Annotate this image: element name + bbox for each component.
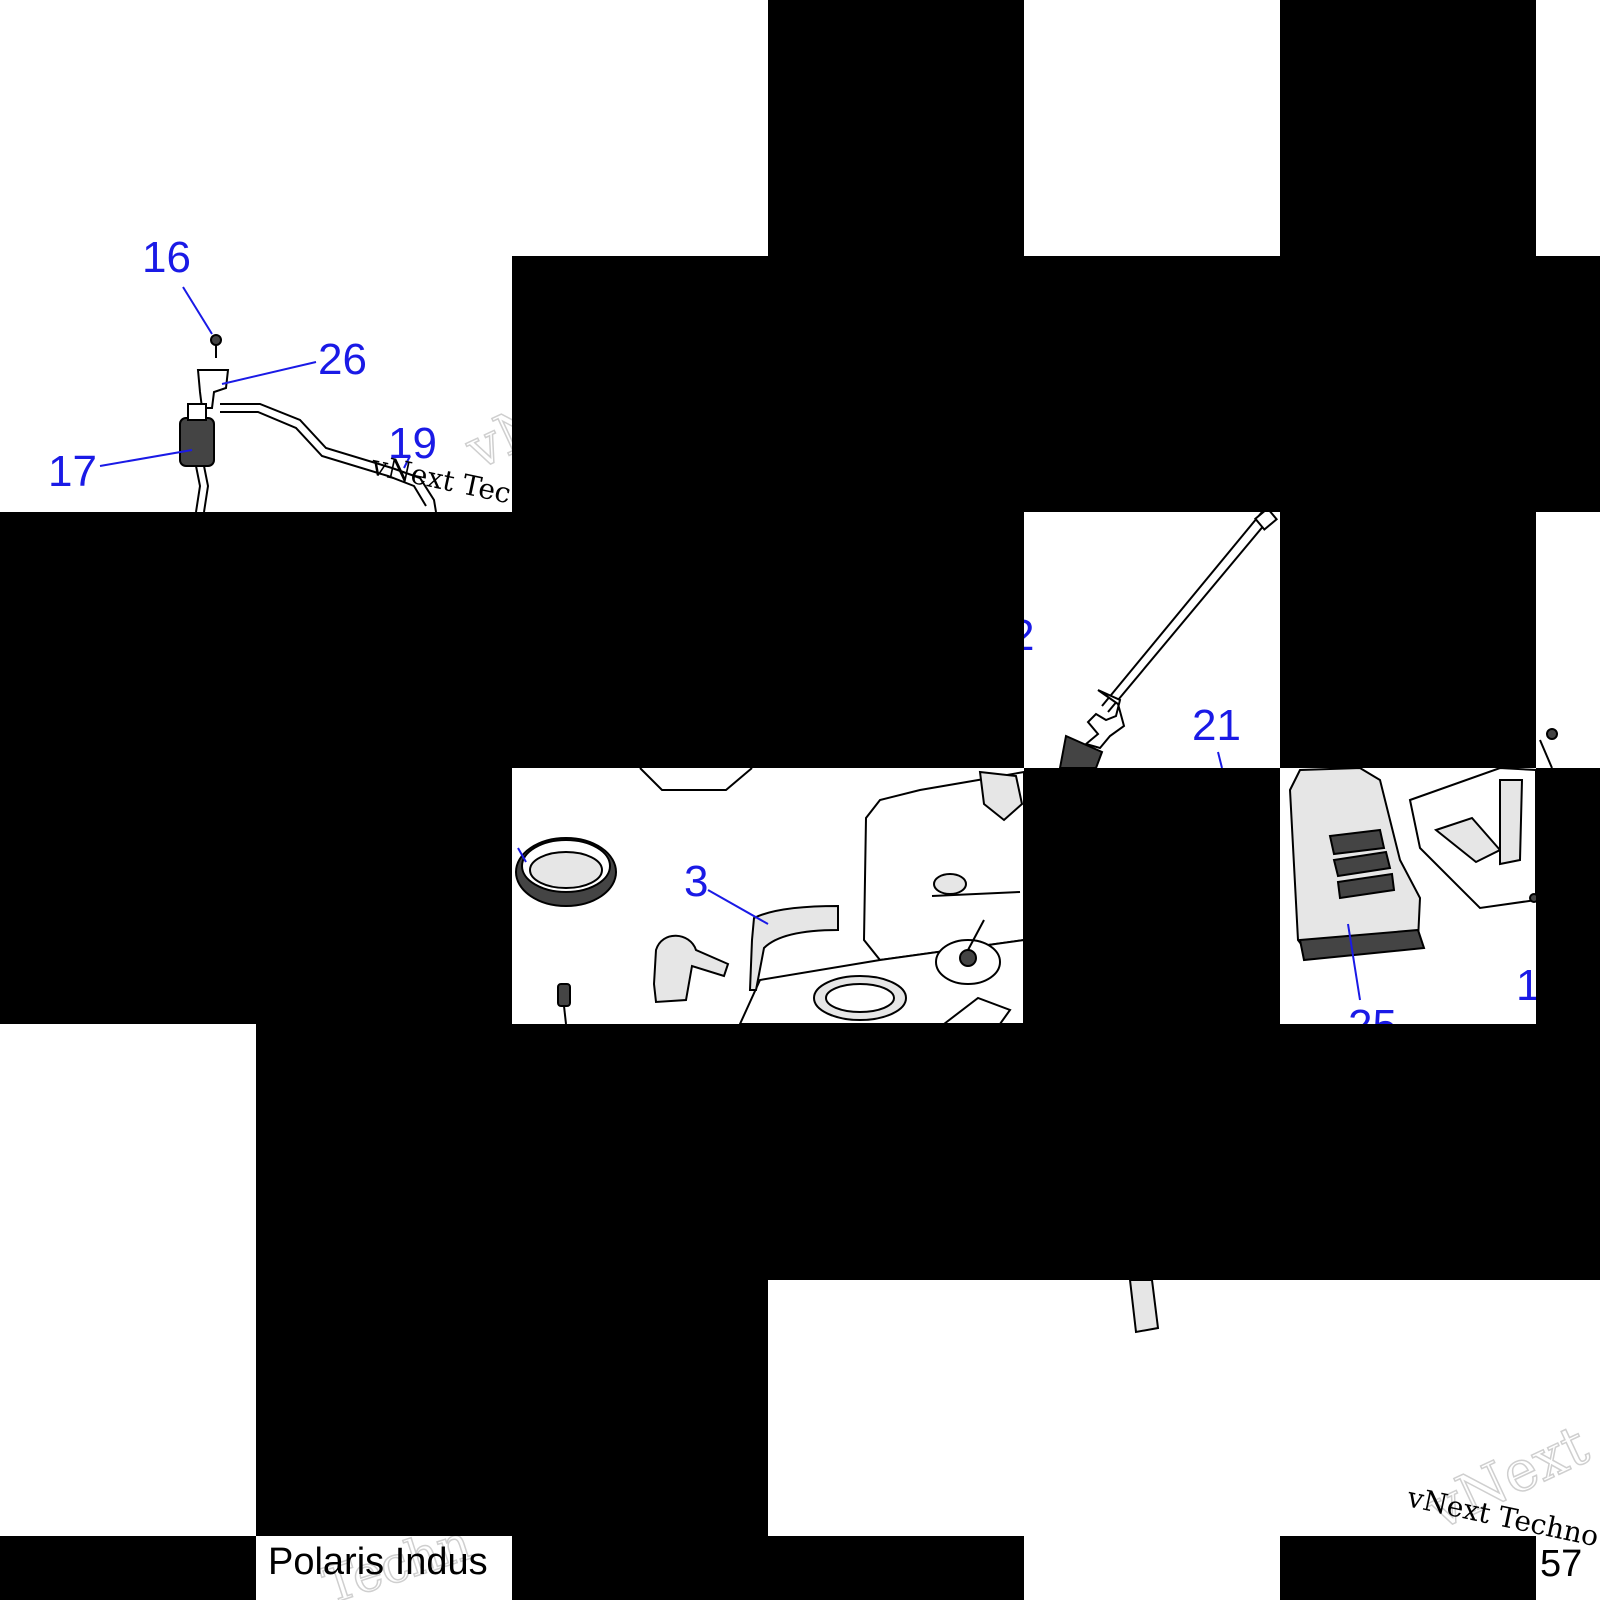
callout-21: 21 — [1192, 701, 1241, 750]
footer-company: Polaris Indus — [268, 1541, 488, 1583]
cable-assembly — [1058, 507, 1558, 769]
callout-17: 17 — [48, 447, 97, 496]
leader-lines-top — [99, 286, 411, 469]
callout-19: 19 — [388, 419, 437, 468]
footer-page-number: 57 — [1540, 1543, 1582, 1585]
callout-26: 26 — [318, 335, 367, 384]
callout-16: 16 — [142, 233, 191, 282]
sensor-bracket-assembly — [179, 334, 437, 513]
callout-3: 3 — [684, 857, 708, 906]
fuel-tank-section — [515, 767, 1025, 1025]
strap-fragment — [1128, 1279, 1160, 1334]
page-footer: Polaris Indus 57 — [268, 1541, 1582, 1585]
